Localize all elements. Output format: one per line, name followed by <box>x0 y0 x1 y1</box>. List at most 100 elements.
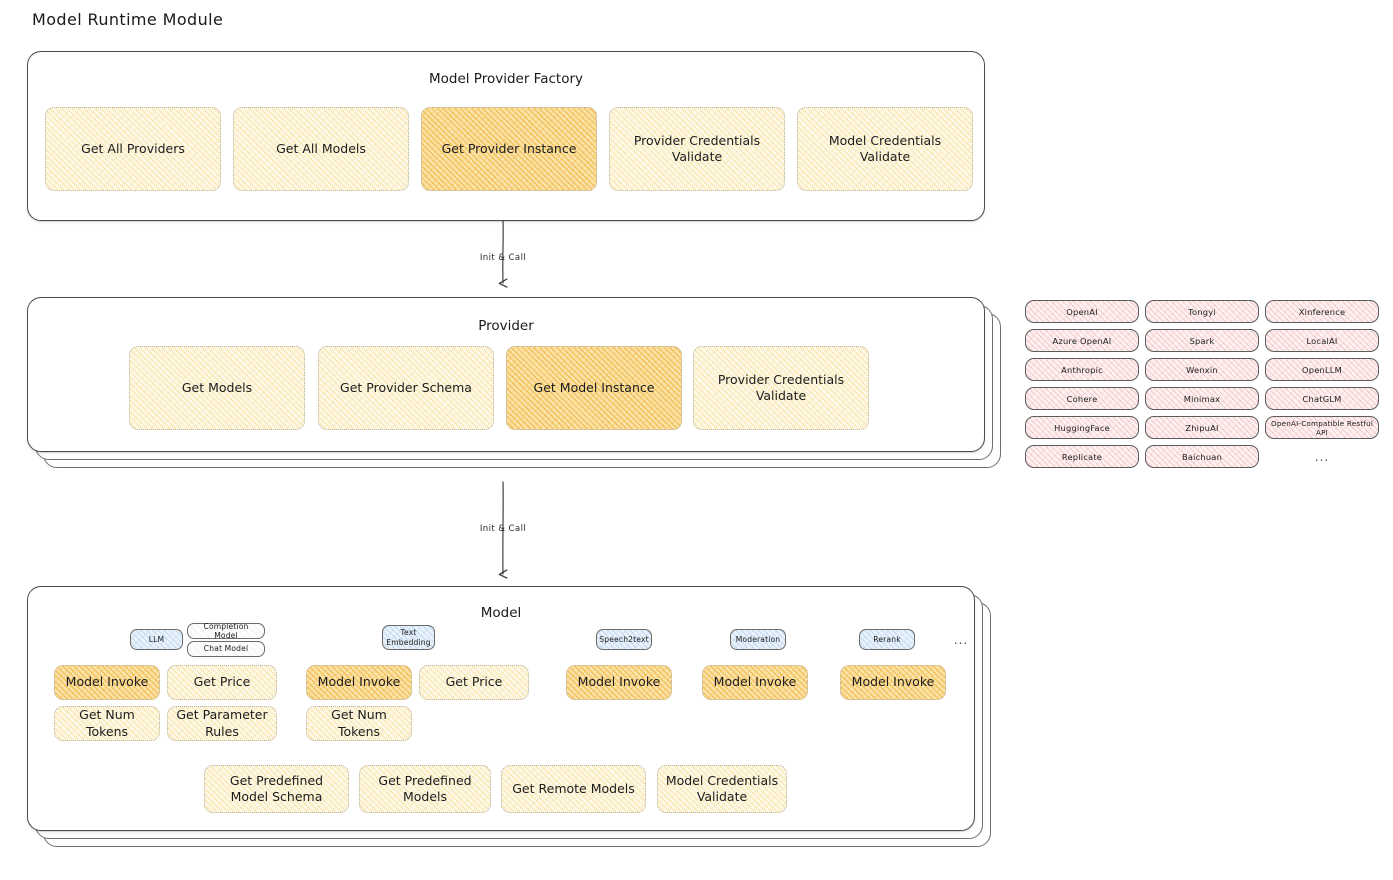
provider-pill-minimax[interactable]: Minimax <box>1145 387 1259 410</box>
model-type-badge-moderation[interactable]: Moderation <box>730 629 786 650</box>
provider-pill-label: Baichuan <box>1181 451 1223 462</box>
model-provider-factory-card: Model Provider Factory Get All Providers… <box>27 51 985 221</box>
model-type-label: Text Embedding <box>386 628 431 647</box>
connector-label-2: Init & Call <box>479 524 527 534</box>
model-op-text-embedding-get-price[interactable]: Get Price <box>419 665 529 700</box>
model-type-label: LLM <box>148 634 165 644</box>
provider-pill-label: ChatGLM <box>1302 393 1342 404</box>
model-common-op-get-predefined-models[interactable]: Get Predefined Models <box>359 765 491 813</box>
model-op-label: Model Invoke <box>65 674 149 690</box>
model-op-label: Get Num Tokens <box>331 707 387 739</box>
provider-pill-xinference[interactable]: Xinference <box>1265 300 1379 323</box>
provider-pill-label: Replicate <box>1061 451 1103 462</box>
provider-title: Provider <box>478 318 534 334</box>
factory-node-label: Provider Credentials Validate <box>633 132 761 165</box>
provider-node-get-models[interactable]: Get Models <box>129 346 305 430</box>
model-op-label: Get Num Tokens <box>79 707 135 739</box>
provider-pill-localai[interactable]: LocalAI <box>1265 329 1379 352</box>
provider-node-get-model-instance[interactable]: Get Model Instance <box>506 346 682 430</box>
provider-pill-replicate[interactable]: Replicate <box>1025 445 1139 468</box>
provider-list-more-ellipsis: ... <box>1314 449 1330 464</box>
factory-node-label: Get All Providers <box>81 140 185 156</box>
provider-node-provider-credentials-validate[interactable]: Provider Credentials Validate <box>693 346 869 430</box>
model-op-llm-get-price[interactable]: Get Price <box>167 665 277 700</box>
factory-node-model-credentials-validate[interactable]: Model Credentials Validate <box>797 107 973 191</box>
model-common-op-get-predefined-model-schema[interactable]: Get Predefined Model Schema <box>204 765 349 813</box>
page-title: Model Runtime Module <box>32 10 224 29</box>
provider-list: OpenAI Azure OpenAI Anthropic Cohere Hug… <box>1025 300 1380 475</box>
provider-pill-label: LocalAI <box>1306 335 1338 346</box>
provider-pill-wenxin[interactable]: Wenxin <box>1145 358 1259 381</box>
model-type-badge-speech2text[interactable]: Speech2text <box>596 629 652 650</box>
model-op-llm-get-num-tokens[interactable]: Get Num Tokens <box>54 706 160 741</box>
model-op-label: Get Price <box>193 674 251 690</box>
provider-pill-tongyi[interactable]: Tongyi <box>1145 300 1259 323</box>
provider-pill-label: ZhipuAI <box>1185 422 1219 433</box>
model-op-label: Get Parameter Rules <box>176 707 268 739</box>
provider-pill-baichuan[interactable]: Baichuan <box>1145 445 1259 468</box>
provider-pill-label: Wenxin <box>1186 364 1218 375</box>
model-op-speech2text-model-invoke[interactable]: Model Invoke <box>566 665 672 700</box>
model-common-op-label: Get Remote Models <box>512 780 635 796</box>
factory-node-get-all-models[interactable]: Get All Models <box>233 107 409 191</box>
model-subtype-badge-completion-model[interactable]: Completion Model <box>187 621 265 640</box>
model-common-op-model-credentials-validate[interactable]: Model Credentials Validate <box>657 765 787 813</box>
provider-pill-label: Minimax <box>1183 393 1221 404</box>
provider-pill-label: Anthropic <box>1061 364 1103 375</box>
factory-node-label: Model Credentials Validate <box>828 132 942 165</box>
provider-pill-azure-openai[interactable]: Azure OpenAI <box>1025 329 1139 352</box>
model-title: Model <box>480 605 522 621</box>
provider-pill-spark[interactable]: Spark <box>1145 329 1259 352</box>
factory-node-get-provider-instance[interactable]: Get Provider Instance <box>421 107 597 191</box>
model-provider-factory-title: Model Provider Factory <box>428 71 583 87</box>
model-types-more-ellipsis: ... <box>953 633 969 647</box>
model-op-llm-model-invoke[interactable]: Model Invoke <box>54 665 160 700</box>
provider-node-label: Get Provider Schema <box>340 379 472 395</box>
provider-card: Provider Get Models Get Provider Schema … <box>27 297 985 452</box>
provider-node-get-provider-schema[interactable]: Get Provider Schema <box>318 346 494 430</box>
provider-pill-label: Xinference <box>1298 306 1346 317</box>
model-common-op-label: Get Predefined Model Schema <box>229 772 324 805</box>
provider-pill-label: Azure OpenAI <box>1052 335 1112 346</box>
model-common-op-get-remote-models[interactable]: Get Remote Models <box>501 765 646 813</box>
provider-pill-cohere[interactable]: Cohere <box>1025 387 1139 410</box>
model-op-label: Model Invoke <box>577 674 661 690</box>
model-op-moderation-model-invoke[interactable]: Model Invoke <box>702 665 808 700</box>
provider-pill-chatglm[interactable]: ChatGLM <box>1265 387 1379 410</box>
provider-pill-label: Cohere <box>1066 393 1098 404</box>
model-type-label: Speech2text <box>599 634 649 644</box>
model-op-text-embedding-model-invoke[interactable]: Model Invoke <box>306 665 412 700</box>
provider-pill-huggingface[interactable]: HuggingFace <box>1025 416 1139 439</box>
model-op-label: Get Price <box>445 674 503 690</box>
provider-node-label: Get Model Instance <box>533 379 655 395</box>
provider-pill-zhipuai[interactable]: ZhipuAI <box>1145 416 1259 439</box>
model-subtype-label: Completion Model <box>203 621 249 640</box>
model-common-op-label: Model Credentials Validate <box>665 772 779 805</box>
provider-pill-label: Spark <box>1189 335 1215 346</box>
provider-node-label: Provider Credentials Validate <box>717 371 845 404</box>
model-op-label: Model Invoke <box>713 674 797 690</box>
factory-node-get-all-providers[interactable]: Get All Providers <box>45 107 221 191</box>
factory-node-label: Get All Models <box>276 140 366 156</box>
provider-pill-openai-compatible-restful-api[interactable]: OpenAI-Compatible Restful API <box>1265 416 1379 439</box>
model-subtype-badge-chat-model[interactable]: Chat Model <box>187 641 265 657</box>
factory-node-label: Get Provider Instance <box>441 140 577 156</box>
model-op-rerank-model-invoke[interactable]: Model Invoke <box>840 665 946 700</box>
provider-pill-label: OpenAI <box>1066 306 1098 317</box>
factory-node-provider-credentials-validate[interactable]: Provider Credentials Validate <box>609 107 785 191</box>
provider-pill-label: HuggingFace <box>1054 422 1110 433</box>
provider-pill-openllm[interactable]: OpenLLM <box>1265 358 1379 381</box>
model-type-label: Rerank <box>873 634 901 644</box>
provider-pill-label: OpenLLM <box>1302 364 1342 375</box>
model-type-badge-text-embedding[interactable]: Text Embedding <box>382 625 435 650</box>
provider-pill-label: Tongyi <box>1188 306 1216 317</box>
model-op-llm-get-parameter-rules[interactable]: Get Parameter Rules <box>167 706 277 741</box>
connector-label-1: Init & Call <box>479 253 527 263</box>
model-op-text-embedding-get-num-tokens[interactable]: Get Num Tokens <box>306 706 412 741</box>
model-type-badge-rerank[interactable]: Rerank <box>859 629 915 650</box>
model-type-badge-llm[interactable]: LLM <box>130 629 183 650</box>
provider-pill-anthropic[interactable]: Anthropic <box>1025 358 1139 381</box>
model-common-op-label: Get Predefined Models <box>378 772 472 805</box>
model-op-label: Model Invoke <box>851 674 935 690</box>
provider-pill-openai[interactable]: OpenAI <box>1025 300 1139 323</box>
